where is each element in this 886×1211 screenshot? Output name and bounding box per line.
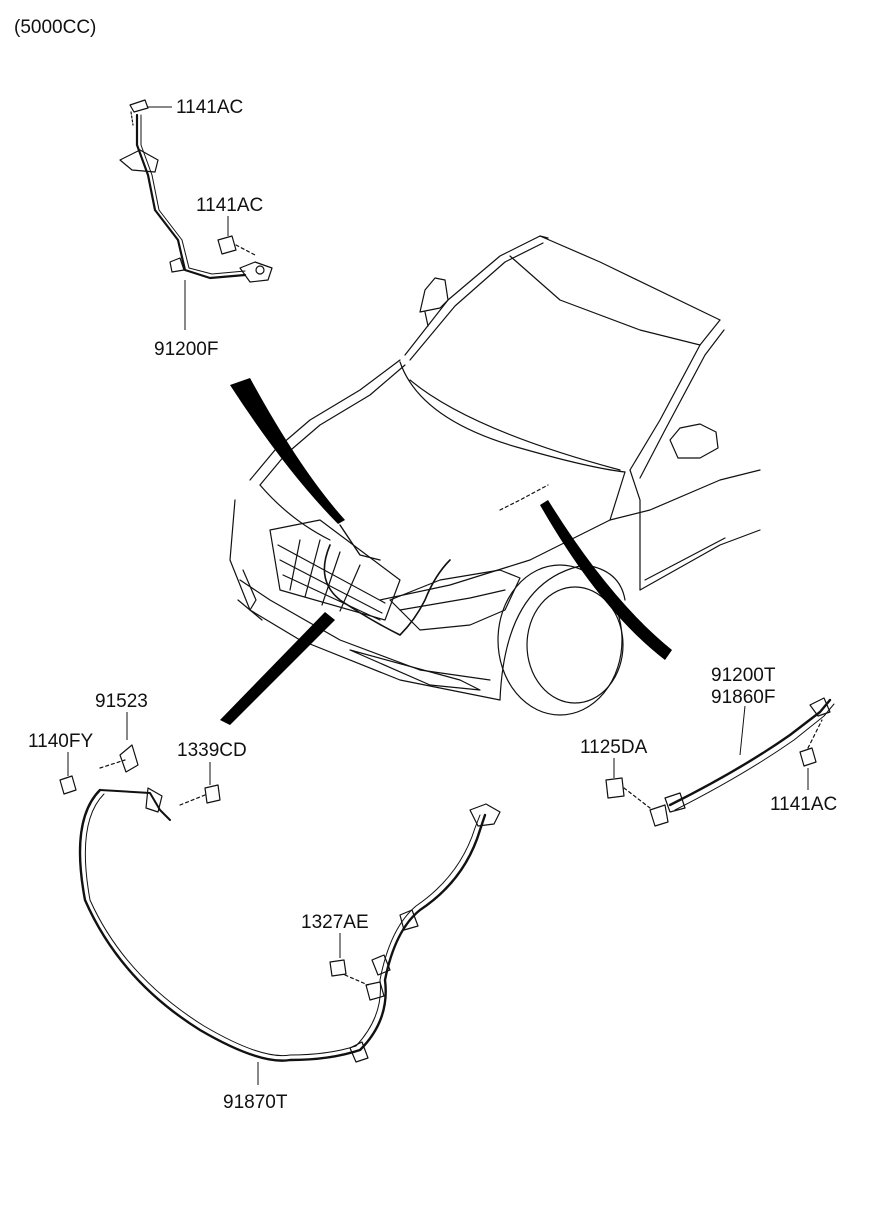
engine-label: (5000CC) <box>14 17 97 38</box>
arrow-to-hood-harness <box>230 378 345 524</box>
arrow-to-front-harness <box>220 612 335 725</box>
part-label-1140fy[interactable]: 1140FY <box>28 731 94 752</box>
part-label-91870t[interactable]: 91870T <box>223 1092 288 1113</box>
part-label-1125da[interactable]: 1125DA <box>580 737 648 758</box>
callout-arrows <box>220 378 672 725</box>
harness-91200f-illustration <box>119 99 273 283</box>
harness-91870t-illustration <box>59 744 501 1063</box>
part-label-91200f[interactable]: 91200F <box>154 339 219 360</box>
part-label-1141ac-right[interactable]: 1141AC <box>770 794 838 815</box>
part-label-91200t[interactable]: 91200T <box>711 665 776 686</box>
part-label-91860f[interactable]: 91860F <box>711 687 776 708</box>
part-label-1339cd[interactable]: 1339CD <box>177 740 247 761</box>
vehicle-front-illustration <box>229 235 761 716</box>
part-label-1141ac-mid[interactable]: 1141AC <box>196 195 264 216</box>
part-label-91523[interactable]: 91523 <box>95 691 148 712</box>
harness-91200t-illustration <box>605 697 835 827</box>
part-label-1327ae[interactable]: 1327AE <box>301 912 369 933</box>
arrow-to-side-harness <box>540 500 672 660</box>
part-label-1141ac-top[interactable]: 1141AC <box>176 97 244 118</box>
